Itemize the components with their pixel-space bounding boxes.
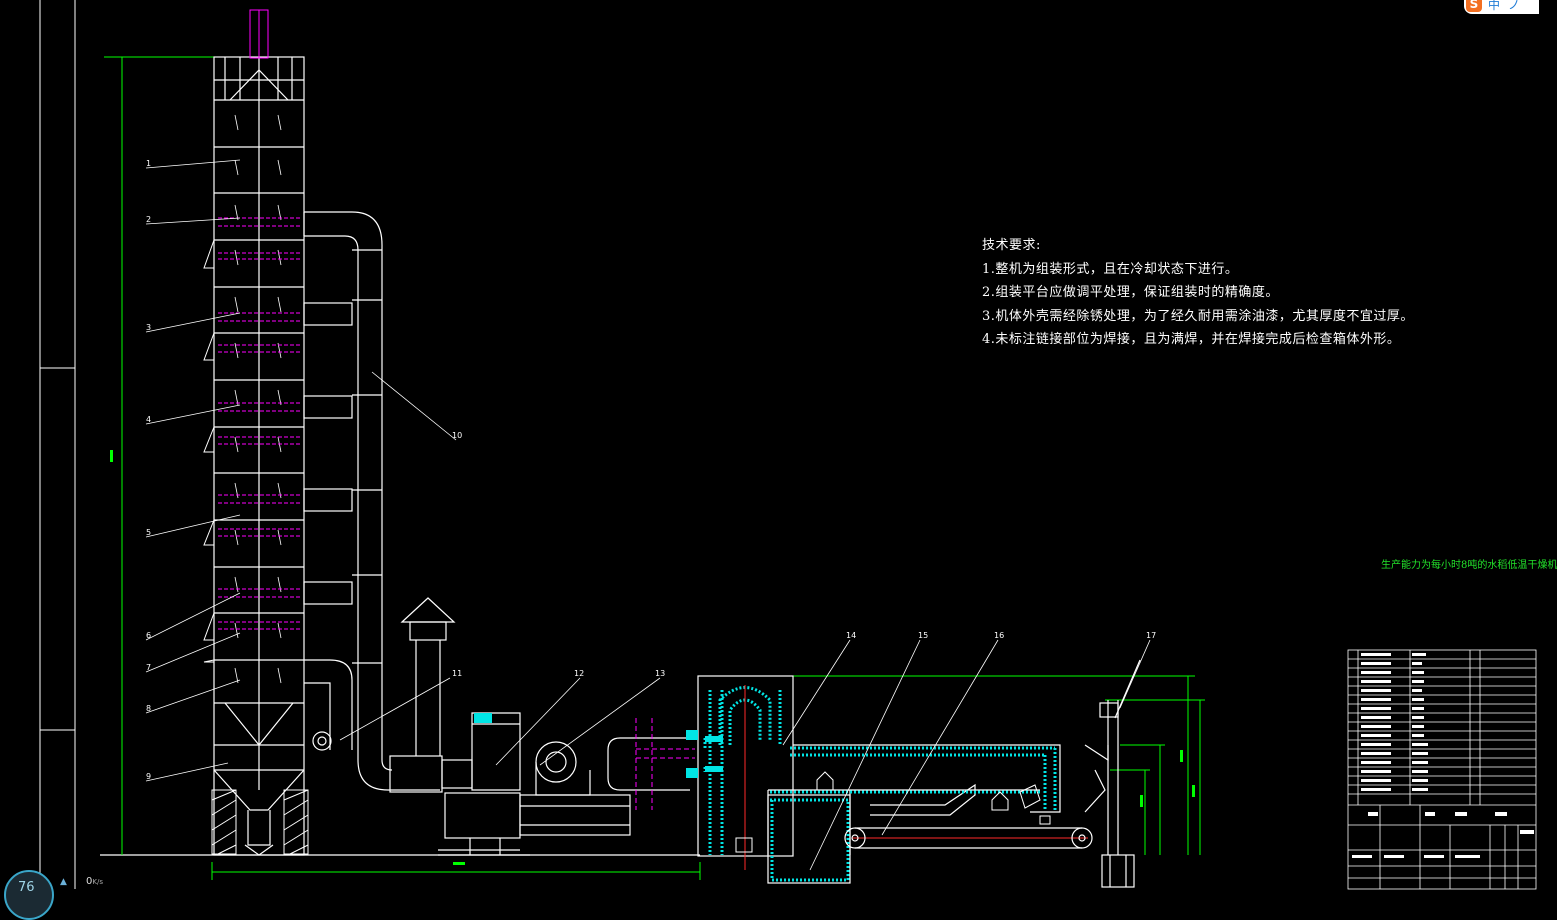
usage-percent: 76 xyxy=(18,880,35,895)
callout-8: 8 xyxy=(146,704,151,713)
speed-unit: K/s xyxy=(92,878,103,886)
callout-1: 1 xyxy=(146,159,151,168)
conveyor-16 xyxy=(844,827,1093,849)
callout-2: 2 xyxy=(146,215,151,224)
ime-extra-label[interactable]: ノ xyxy=(1508,0,1521,12)
callout-17: 17 xyxy=(1146,631,1156,640)
upload-arrow-icon: ▲ xyxy=(60,877,67,887)
exhaust-stack xyxy=(400,597,456,756)
network-speed-widget[interactable]: 76 ▲ 0K/s xyxy=(0,866,130,920)
callout-4: 4 xyxy=(146,415,151,424)
cad-drawing-canvas[interactable]: 1 2 3 4 5 6 7 8 9 10 11 12 13 14 15 16 1… xyxy=(0,0,1539,890)
callout-13: 13 xyxy=(655,669,665,678)
sogou-logo-icon: S xyxy=(1466,0,1482,12)
furnace-markers xyxy=(735,771,1051,853)
air-duct-12 xyxy=(303,211,440,791)
callout-leaders xyxy=(145,159,1151,871)
dimension-text-marks xyxy=(110,450,1195,865)
callout-9: 9 xyxy=(146,772,151,781)
speed-readout: 0K/s xyxy=(86,876,103,887)
tower-foundation xyxy=(211,789,309,855)
callout-7: 7 xyxy=(146,663,151,672)
note-item: 1.整机为组装形式，且在冷却状态下进行。 xyxy=(982,261,1239,277)
callout-5: 5 xyxy=(146,528,151,537)
callout-6: 6 xyxy=(146,631,151,640)
callout-3: 3 xyxy=(146,323,151,332)
notes-heading: 技术要求: xyxy=(982,238,1041,253)
inlet-hidden-lines xyxy=(635,718,695,810)
callout-labels: 1 2 3 4 5 6 7 8 9 10 11 12 13 14 15 16 1… xyxy=(146,159,1156,781)
technical-requirements: 技术要求: 1.整机为组装形式，且在冷却状态下进行。 2.组装平台应做调平处理，… xyxy=(982,234,1414,352)
drawing-border xyxy=(39,0,76,889)
note-item: 2.组装平台应做调平处理，保证组装时的精确度。 xyxy=(982,285,1279,300)
callout-11: 11 xyxy=(452,669,462,678)
ime-mode-label[interactable]: 中 xyxy=(1488,0,1501,12)
tower-side-hoods xyxy=(203,239,215,663)
input-method-indicator[interactable]: S 中 ノ xyxy=(1464,0,1539,14)
drawing-subtitle: 生产能力为每小时8吨的水稻低温干燥机 xyxy=(1381,560,1557,571)
tower-vent xyxy=(249,9,269,59)
center-line xyxy=(744,685,1088,870)
callout-14: 14 xyxy=(846,631,856,640)
tower-hidden-lines xyxy=(218,217,300,630)
callout-10: 10 xyxy=(452,431,462,440)
refractory-lining xyxy=(703,686,1057,882)
callout-15: 15 xyxy=(918,631,928,640)
note-item: 4.未标注链接部位为焊接，且为满焊，并在焊接完成后检查箱体外形。 xyxy=(982,332,1401,347)
title-block-fill xyxy=(1352,653,1534,858)
fan-13 xyxy=(519,737,690,836)
callout-16: 16 xyxy=(994,631,1004,640)
usage-ring-icon xyxy=(4,870,54,920)
speed-value: 0 xyxy=(86,876,93,887)
note-item: 3.机体外壳需经除锈处理，为了经久耐用需涂油漆，尤其厚度不宜过厚。 xyxy=(982,308,1414,324)
callout-12: 12 xyxy=(574,669,584,678)
elevator-17 xyxy=(1084,659,1141,888)
title-block xyxy=(1347,649,1537,890)
furnace-inlet-ports xyxy=(686,730,723,778)
blower-inlet xyxy=(474,713,492,723)
